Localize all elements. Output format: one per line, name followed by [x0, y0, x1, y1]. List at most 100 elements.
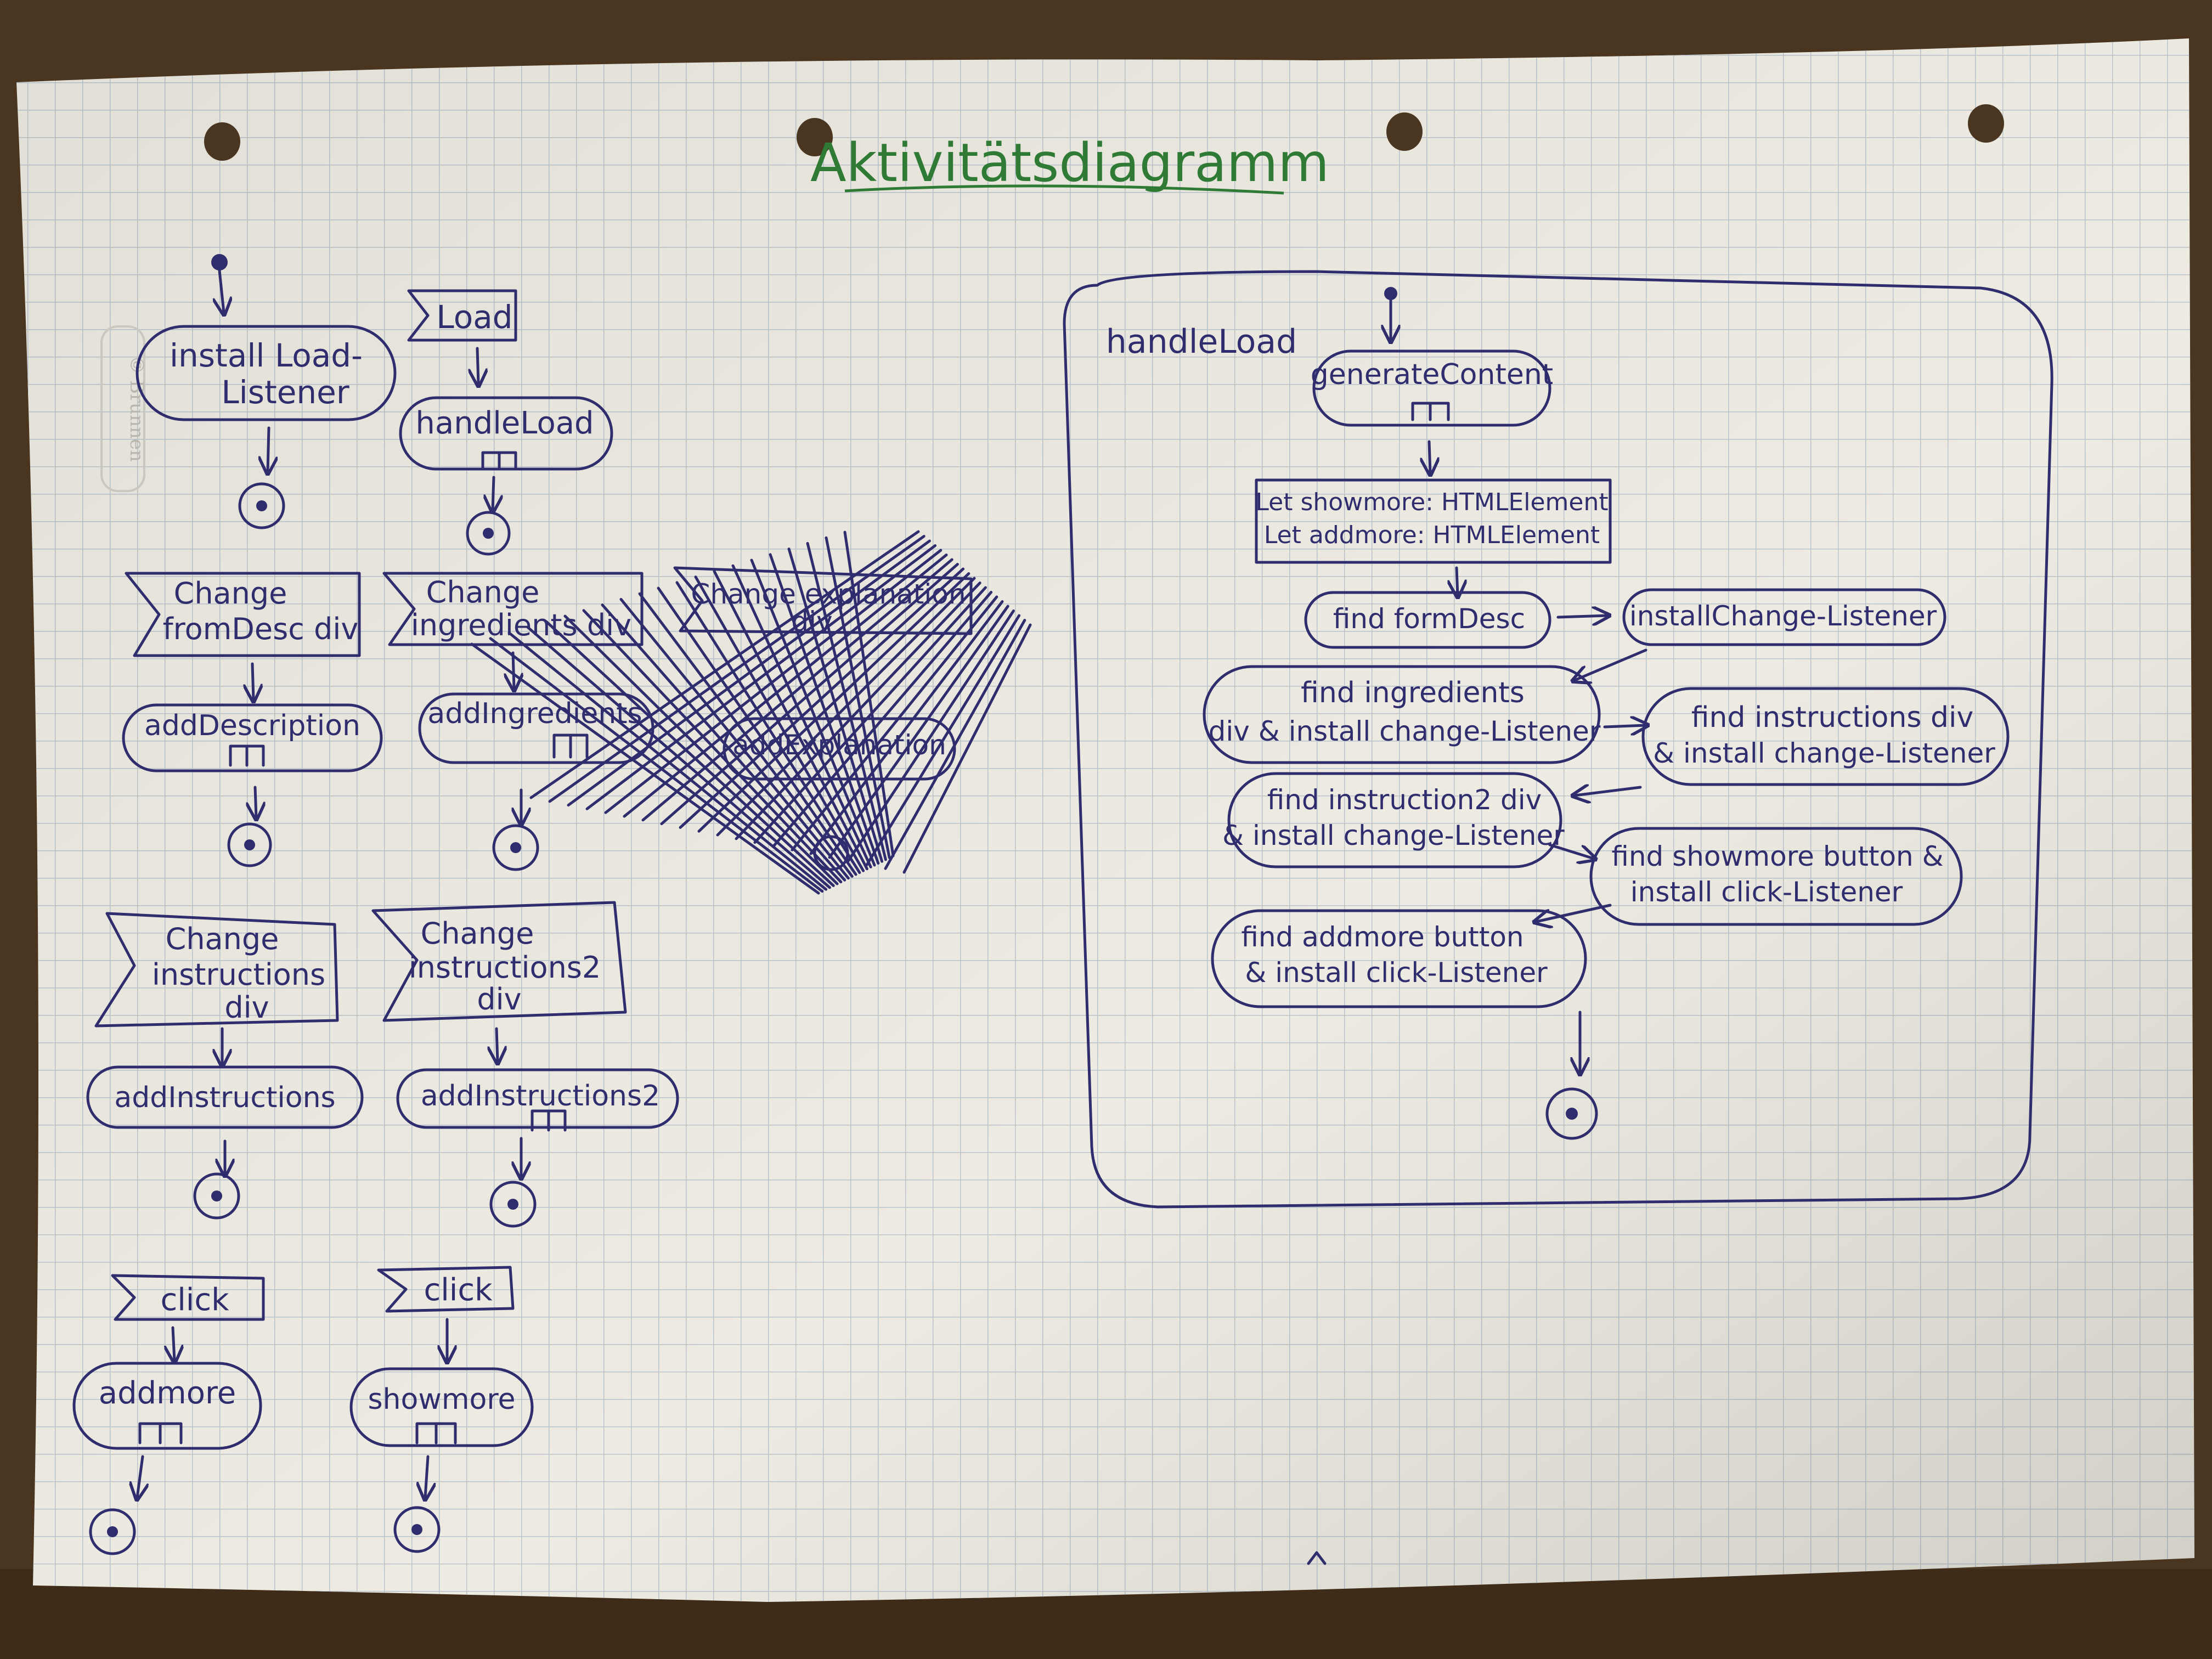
action-label-line2: Listener — [221, 374, 349, 411]
declaration-addmore: Let addmore: HTMLElement — [1264, 521, 1600, 549]
hatch-line — [825, 536, 891, 859]
action-add-instructions2 — [396, 1068, 679, 1129]
signal-click-addmore — [111, 1274, 265, 1321]
paper-sheet — [16, 38, 2194, 1602]
action-line2: & install change-Listener — [1653, 737, 1995, 769]
signal-label: click — [424, 1272, 493, 1308]
hatch-line — [809, 600, 1004, 855]
hatch-line — [753, 586, 987, 844]
action-find-instructions — [1641, 687, 2010, 786]
rake-icon — [481, 451, 517, 471]
hatch-line — [843, 531, 895, 857]
final-node — [193, 1172, 240, 1220]
action-line2: div & install change-Listener — [1209, 715, 1601, 747]
hatch-line — [787, 548, 884, 863]
signal-line2: instructions — [152, 957, 325, 992]
punch-hole-4 — [1968, 104, 2004, 143]
hatch-line — [735, 582, 981, 840]
hatch-line — [806, 541, 887, 861]
cross-hatch-scribble — [470, 530, 1032, 895]
action-addmore — [72, 1362, 262, 1450]
action-label: generateContent — [1311, 358, 1553, 391]
rake-icon — [415, 1422, 457, 1444]
action-label: installChange-Listener — [1629, 600, 1937, 632]
action-line1: find addmore button — [1241, 921, 1523, 953]
action-line1: find instructions div — [1691, 701, 1974, 734]
hatch-line — [641, 558, 953, 822]
signal-click-showmore — [377, 1266, 515, 1313]
final-node — [89, 1508, 136, 1555]
final-node — [393, 1506, 441, 1553]
signal-line2: fromDesc div — [163, 612, 359, 646]
flow-showmore: click showmore — [349, 1266, 534, 1553]
action-line1: find showmore button & — [1611, 840, 1943, 872]
action-label: addInstructions2 — [421, 1080, 660, 1113]
rake-icon — [1411, 402, 1450, 421]
crossed-out-flow: Change explanation div addExplanation — [470, 530, 1032, 895]
flow-addmore: click addmore — [72, 1274, 265, 1555]
signal-line1: Change — [421, 916, 534, 951]
hatch-line — [604, 549, 943, 814]
action-line2: & install click-Listener — [1245, 957, 1548, 989]
hatch-line — [470, 642, 820, 895]
flow-ingredients: Change ingredients div addIngredients — [382, 572, 654, 871]
hatch-line — [619, 597, 850, 880]
action-line2: install click-Listener — [1630, 876, 1903, 908]
flow-instructions2: Change instructions2 div addInstructions… — [371, 901, 679, 1228]
action-find-addmore-button — [1211, 909, 1587, 1008]
signal-change-instructions — [94, 912, 339, 1028]
declaration-showmore: Let showmore: HTMLElement — [1255, 488, 1608, 516]
hatch-line — [731, 564, 872, 868]
final-node — [238, 482, 285, 529]
hatch-line — [545, 620, 835, 887]
activity-name: handleLoad — [1106, 323, 1297, 361]
signal-line1: Change — [426, 575, 540, 610]
hatch-line — [563, 614, 839, 885]
hatch-line — [660, 563, 959, 826]
signal-load — [407, 289, 517, 342]
action-label: addDescription — [144, 709, 360, 742]
action-line2: & install change-Listener — [1222, 820, 1565, 851]
initial-node — [1384, 287, 1397, 300]
declarations-box — [1255, 478, 1612, 564]
signal-line3: div — [477, 982, 521, 1017]
hatch-line — [582, 609, 843, 884]
signal-line2: ingredients div — [411, 608, 631, 642]
brand-stamp: © Brunnen — [100, 325, 148, 492]
action-install-change-listener — [1622, 588, 1946, 646]
final-node — [466, 511, 511, 556]
action-install-load-listener — [136, 325, 397, 421]
punch-hole-1 — [204, 122, 240, 161]
handle-load-activity: handleLoad generateContent Let showmore:… — [1063, 270, 2053, 1209]
action-line1: find instruction2 div — [1267, 784, 1542, 816]
flow-main: install Load- Listener — [136, 254, 397, 529]
rake-icon — [138, 1422, 183, 1444]
hatch-line — [884, 619, 1026, 870]
hatch-line — [828, 605, 1009, 859]
stray-mark — [1307, 1551, 1327, 1565]
action-label: handleLoad — [415, 405, 594, 441]
action-label: addInstructions — [114, 1081, 335, 1114]
hatch-line — [623, 554, 948, 818]
flow-instructions: Change instructions div addInstructions — [86, 912, 364, 1220]
hatch-line — [716, 577, 976, 837]
action-label: find formDesc — [1333, 603, 1525, 635]
title-text: Aktivitätsdiagramm — [810, 132, 1329, 194]
hatch-line — [902, 623, 1032, 874]
action-line1: find ingredients — [1301, 676, 1525, 709]
action-add-instructions — [86, 1065, 364, 1129]
punch-hole-3 — [1386, 112, 1423, 151]
final-node — [1545, 1087, 1598, 1140]
signal-label: Load — [436, 298, 512, 336]
signal-label: click — [160, 1282, 229, 1318]
activity-frame — [1063, 270, 2053, 1209]
action-find-showmore-button — [1589, 827, 1963, 926]
action-label: addmore — [99, 1375, 236, 1411]
hatch-line — [675, 581, 861, 874]
hatch-line — [865, 614, 1021, 866]
rake-icon — [229, 744, 265, 767]
rake-icon — [552, 733, 589, 759]
hatch-line — [750, 558, 876, 867]
final-node — [492, 824, 539, 871]
